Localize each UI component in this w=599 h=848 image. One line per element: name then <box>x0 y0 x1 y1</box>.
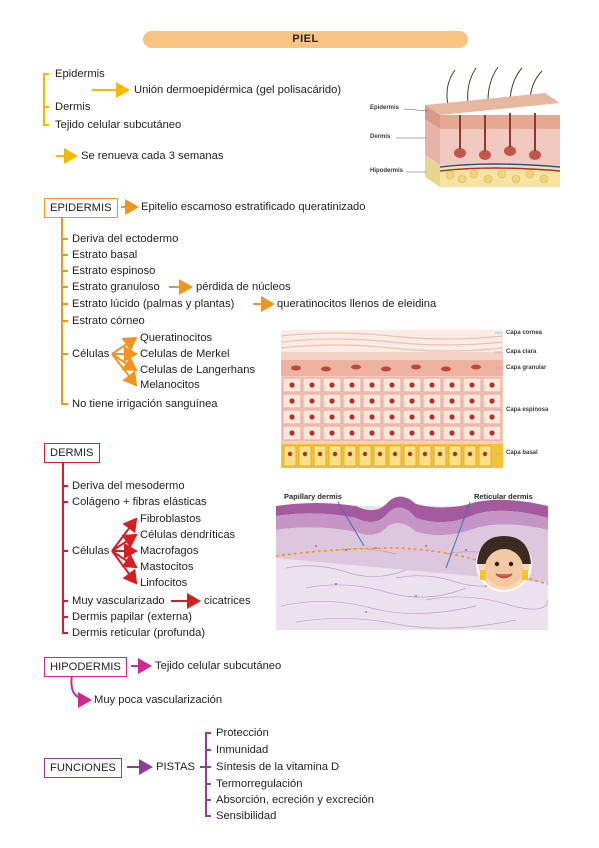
hipodermis-connectors <box>70 658 152 708</box>
skin-label-epidermis: Epidermis <box>370 105 400 111</box>
epidermis-cell: Queratinocitos <box>140 332 213 344</box>
skin-label-dermis: Dermis <box>370 134 391 140</box>
histology-image: Papillary dermis Reticular dermis <box>276 488 548 630</box>
lucido-result: queratinocitos llenos de eleidina <box>277 298 437 310</box>
epidermis-cell: Celulas de Merkel <box>140 348 230 360</box>
funciones-connectors <box>127 732 211 817</box>
intro-renueva: Se renueva cada 3 semanas <box>81 150 224 162</box>
epidermis-item: Estrato espinoso <box>72 265 156 277</box>
hipodermis-header: HIPODERMIS <box>44 657 127 677</box>
epidermis-item: Estrato lúcido (palmas y plantas) <box>72 298 235 310</box>
dermis-connectors <box>62 463 201 634</box>
histology-label-papillary: Papillary dermis <box>284 492 342 501</box>
layer-label-cornea: Capa cornea <box>506 330 543 336</box>
intro-tejido: Tejido celular subcutáneo <box>55 119 182 131</box>
layer-label-espinosa: Capa espinosa <box>506 407 549 413</box>
intro-bracket <box>43 73 130 164</box>
epidermis-connectors <box>61 199 275 405</box>
intro-union: Unión dermoepidérmica (gel polisacárido) <box>134 84 342 96</box>
dermis-header: DERMIS <box>44 443 100 463</box>
funcion-item: Sensibilidad <box>216 810 277 822</box>
epidermal-layers-illustration <box>281 330 504 468</box>
granuloso-result: pérdida de núcleos <box>196 281 291 293</box>
dermis-cells-label: Células <box>72 545 110 557</box>
intro-dermis: Dermis <box>55 101 91 113</box>
dermis-vascular: Muy vascularizado <box>72 595 165 607</box>
dermis-cicatrices: cicatrices <box>204 595 251 607</box>
funciones-pistas: PISTAS <box>156 761 195 773</box>
epidermis-cells-label: Células <box>72 348 110 360</box>
epidermis-item: Estrato basal <box>72 249 138 261</box>
skin-label-hipodermis: Hipodermis <box>370 168 404 174</box>
funcion-item: Absorción, ecreción y excreción <box>216 794 374 806</box>
dermis-cell: Macrofagos <box>140 545 199 557</box>
hipodermis-desc: Tejido celular subcutáneo <box>155 660 282 672</box>
epidermis-item: Estrato granuloso <box>72 281 160 293</box>
funcion-item: Termorregulación <box>216 778 303 790</box>
dermis-cell: Mastocitos <box>140 561 194 573</box>
funcion-item: Síntesis de la vitamina D <box>216 761 340 773</box>
epidermis-last: No tiene irrigación sanguínea <box>72 398 218 410</box>
dermis-papilar: Dermis papilar (externa) <box>72 611 192 623</box>
epidermis-desc: Epitelio escamoso estratificado queratin… <box>141 201 366 213</box>
dermis-cell: Linfocitos <box>140 577 188 589</box>
epidermis-cell: Celulas de Langerhans <box>140 364 256 376</box>
funcion-item: Protección <box>216 727 269 739</box>
dermis-cell: Fibroblastos <box>140 513 201 525</box>
page-title: PIEL <box>143 31 468 48</box>
skin-diagram-image: Epidermis Dermis Hipodermis <box>370 65 570 190</box>
dermis-cell: Células dendríticas <box>140 529 236 541</box>
epidermis-item: Estrato córneo <box>72 315 145 327</box>
histology-label-reticular: Reticular dermis <box>474 492 533 501</box>
funciones-header: FUNCIONES <box>44 758 122 778</box>
epidermis-cell: Melanocitos <box>140 379 200 391</box>
dermis-histology-illustration <box>276 488 548 630</box>
layer-label-clara: Capa clara <box>506 349 537 355</box>
epidermis-item: Deriva del ectodermo <box>72 233 179 245</box>
hipodermis-sub: Muy poca vascularización <box>94 694 223 706</box>
epidermal-layers-image: Capa cornea Capa clara Capa granular Cap… <box>281 330 581 468</box>
layer-label-granular: Capa granular <box>506 365 547 371</box>
skin-cross-section-illustration <box>396 66 561 187</box>
epidermis-header: EPIDERMIS <box>44 198 118 218</box>
dermis-item: Colágeno + fibras elásticas <box>72 496 207 508</box>
funcion-item: Inmunidad <box>216 744 269 756</box>
intro-epidermis: Epidermis <box>55 68 105 80</box>
dermis-reticular: Dermis reticular (profunda) <box>72 627 206 639</box>
layer-label-basal: Capa basal <box>506 450 538 456</box>
dermis-item: Deriva del mesodermo <box>72 480 185 492</box>
